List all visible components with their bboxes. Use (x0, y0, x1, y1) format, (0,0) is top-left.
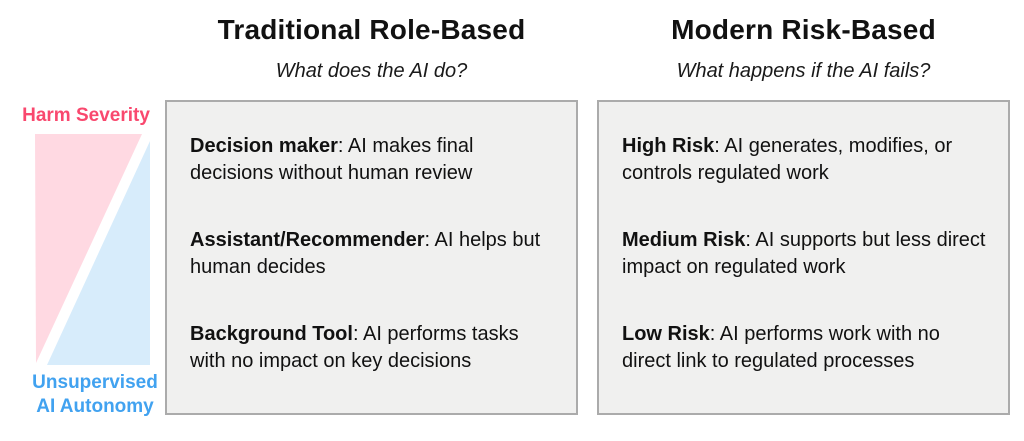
risk-item-low: Low Risk: AI performs work with no direc… (622, 321, 990, 375)
role-item-background-tool: Background Tool: AI performs tasks with … (190, 321, 558, 375)
role-term-decision-maker: Decision maker (190, 135, 338, 157)
risk-item-medium: Medium Risk: AI supports but less direct… (622, 227, 990, 281)
role-desc-decision-maker: : AI makes final decisions without human… (190, 135, 474, 184)
traditional-column-subtitle: What does the AI do? (275, 60, 468, 82)
traditional-column-title: Traditional Role-Based (217, 14, 526, 45)
risk-desc-medium: : AI supports but less direct impact on … (622, 229, 986, 278)
risk-desc-low: : AI performs work with no direct link t… (622, 323, 940, 372)
risk-desc-high: : AI generates, modifies, or controls re… (622, 135, 953, 184)
ai-autonomy-label: Unsupervised AI Autonomy (12, 371, 178, 419)
traditional-role-box: Decision maker: AI makes final decisions… (165, 100, 578, 415)
severity-autonomy-gradient-triangles (35, 134, 150, 365)
risk-term-medium: Medium Risk (622, 229, 746, 251)
modern-column-title: Modern Risk-Based (671, 14, 936, 45)
role-item-assistant-recommender: Assistant/Recommender: AI helps but huma… (190, 227, 558, 281)
ai-autonomy-triangle (47, 141, 150, 365)
role-term-background-tool: Background Tool (190, 323, 353, 345)
risk-term-low: Low Risk (622, 323, 710, 345)
harm-severity-label: Harm Severity (22, 105, 150, 126)
role-item-decision-maker: Decision maker: AI makes final decisions… (190, 133, 558, 187)
harm-severity-triangle (35, 134, 142, 363)
ai-autonomy-label-line2: AI Autonomy (36, 396, 154, 417)
role-desc-background-tool: : AI performs tasks with no impact on ke… (190, 323, 519, 372)
risk-term-high: High Risk (622, 135, 715, 157)
role-term-assistant-recommender: Assistant/Recommender (190, 229, 425, 251)
modern-column-subtitle: What happens if the AI fails? (676, 60, 931, 82)
risk-item-high: High Risk: AI generates, modifies, or co… (622, 133, 990, 187)
role-desc-assistant-recommender: : AI helps but human decides (190, 229, 541, 278)
ai-autonomy-label-line1: Unsupervised (32, 372, 158, 393)
modern-risk-box: High Risk: AI generates, modifies, or co… (597, 100, 1010, 415)
